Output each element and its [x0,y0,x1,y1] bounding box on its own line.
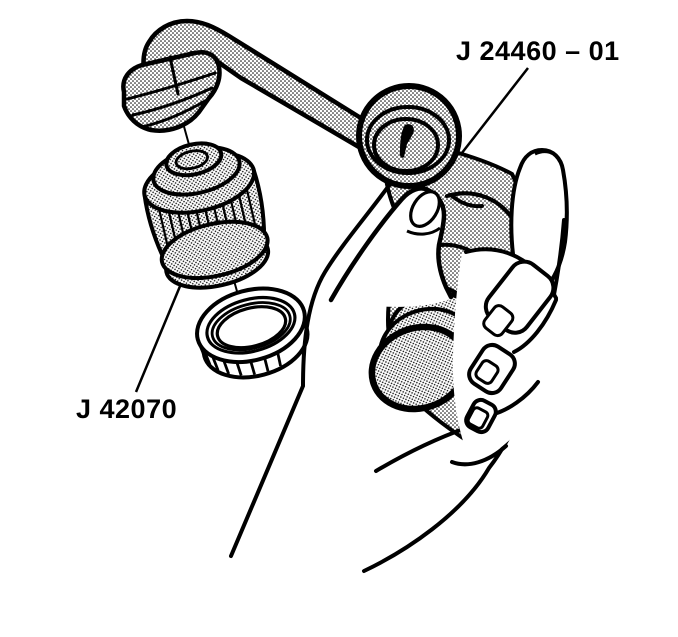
label-j24460-01: J 24460 – 01 [456,36,620,66]
tool-dial [356,83,462,189]
hand [229,148,569,573]
knurled-adapter-j42070 [142,141,271,290]
bearing-race [195,286,310,380]
fingernail-middle [482,259,556,338]
index-fingernail-line [534,150,562,163]
thumb [328,186,454,307]
fingernail-pinky [464,397,498,435]
leader-line-j42070 [134,278,185,393]
thumbnail [409,190,441,228]
palm-crease [374,426,468,473]
hand-left-edge [229,182,392,558]
label-j42070: J 42070 [76,394,178,424]
hook-claw [121,50,222,133]
leader-line-j24460 [457,67,529,159]
dial-pointer [399,124,414,158]
fingernail-ring [467,342,517,396]
